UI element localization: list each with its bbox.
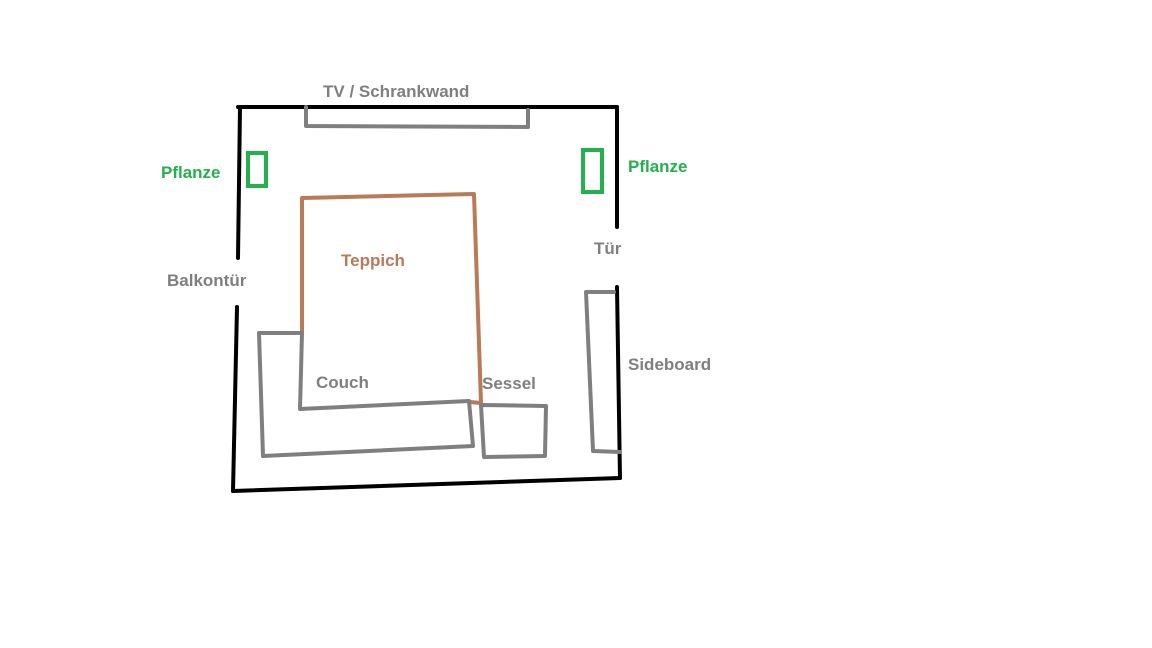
rug — [300, 192, 483, 405]
label-balcony-door: Balkontür — [167, 271, 247, 290]
wall-left-upper — [236, 105, 242, 260]
label-tv: TV / Schrankwand — [323, 82, 469, 101]
plant-right — [581, 148, 604, 194]
couch — [257, 331, 475, 458]
label-plant-right: Pflanze — [628, 157, 688, 176]
wall-left-lower — [231, 305, 239, 493]
label-plant-left: Pflanze — [161, 163, 221, 182]
label-armchair: Sessel — [482, 374, 536, 393]
walls — [231, 105, 622, 493]
plant-left — [246, 151, 268, 188]
sideboard — [584, 290, 622, 454]
label-sideboard: Sideboard — [628, 355, 711, 374]
label-couch: Couch — [316, 373, 369, 392]
wall-right-lower — [615, 285, 622, 480]
wall-bottom — [231, 476, 622, 493]
label-rug: Teppich — [341, 251, 405, 270]
armchair — [479, 403, 548, 459]
tv-cabinet — [304, 105, 530, 129]
label-door: Tür — [594, 239, 622, 258]
